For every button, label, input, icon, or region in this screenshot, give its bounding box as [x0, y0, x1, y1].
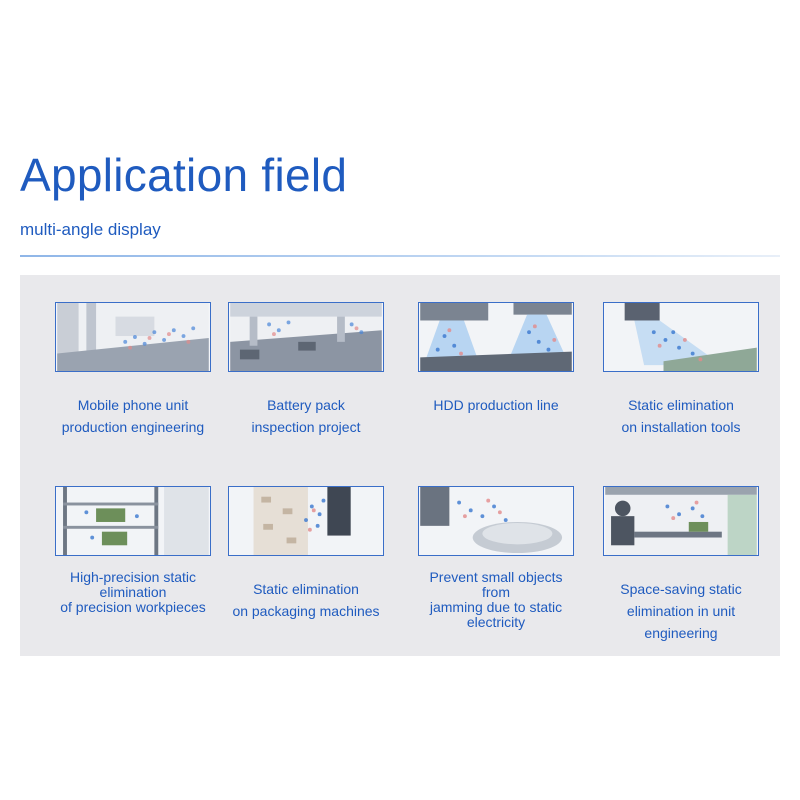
caption-line: Space-saving static: [620, 581, 742, 597]
hdd-line-image: [418, 302, 574, 372]
caption-line: HDD production line: [433, 397, 559, 413]
application-card-mobile-phone: Mobile phone unit production engineering: [43, 302, 223, 438]
caption-line: jamming due to static: [429, 599, 563, 615]
page-title: Application field: [20, 149, 348, 201]
caption-line: Static elimination: [253, 581, 359, 597]
caption-line: from: [482, 584, 510, 600]
application-card-installation-tools: Static elimination on installation tools: [591, 302, 771, 438]
caption-line: inspection project: [251, 419, 361, 435]
battery-inspection-image: [228, 302, 384, 372]
unit-engineering-image: [603, 486, 759, 556]
mobile-phone-line-image: [55, 302, 211, 372]
application-panel: Mobile phone unit production engineering: [20, 275, 780, 656]
caption-line: Battery pack: [267, 397, 345, 413]
caption-line: production engineering: [61, 419, 205, 435]
page-subtitle: multi-angle display: [20, 220, 161, 239]
packaging-machine-image: [228, 486, 384, 556]
application-card-small-objects: Prevent small objects from jamming due t…: [406, 486, 586, 630]
application-card-battery: Battery pack inspection project: [216, 302, 396, 438]
application-card-unit-engineering: Space-saving static elimination in unit …: [591, 486, 771, 644]
header-divider: [20, 255, 780, 257]
application-card-hdd: HDD production line: [406, 302, 586, 416]
caption-line: elimination in unit engineering: [626, 603, 736, 641]
caption-line: of precision workpieces: [60, 599, 206, 615]
installation-tools-image: [603, 302, 759, 372]
caption-line: on installation tools: [621, 419, 741, 435]
small-objects-image: [418, 486, 574, 556]
caption-line: Mobile phone unit: [77, 397, 189, 413]
caption-line: elimination: [99, 584, 167, 600]
application-card-packaging: Static elimination on packaging machines: [216, 486, 396, 622]
caption-line: Prevent small objects: [429, 569, 563, 585]
precision-workpiece-image: [55, 486, 211, 556]
caption-line: Static elimination: [628, 397, 734, 413]
application-card-precision-workpieces: High-precision static elimination of pre…: [43, 486, 223, 615]
caption-line: on packaging machines: [232, 603, 380, 619]
caption-line: electricity: [466, 614, 526, 630]
caption-line: High-precision static: [69, 569, 197, 585]
